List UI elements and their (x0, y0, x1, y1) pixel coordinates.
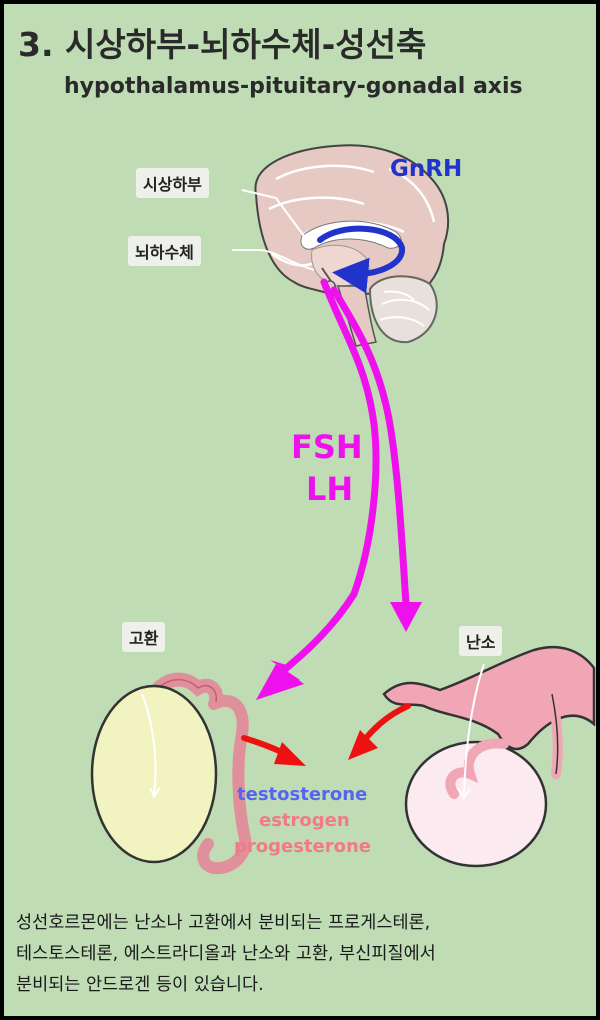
estrogen-label: estrogen (259, 810, 350, 831)
lh-label: LH (306, 470, 354, 508)
fsh-label: FSH (291, 428, 363, 466)
testis-label: 고환 (122, 622, 166, 652)
fsh-lh-arrows (256, 278, 422, 700)
hypothalamus-label: 시상하부 (136, 168, 209, 198)
testosterone-label: testosterone (237, 784, 368, 805)
ovary-illustration (382, 645, 596, 868)
description-line: 성선호르몬에는 난소나 고환에서 분비되는 프로게스테론, (16, 913, 431, 933)
testis-illustration (90, 672, 252, 875)
gnrh-arrow (317, 225, 405, 294)
gnrh-label: GnRH (390, 156, 463, 182)
red-arrows (241, 703, 411, 766)
description-line: 테스토스테론, 에스트라디올과 난소와 고환, 부신피질에서 (16, 944, 436, 964)
progesterone-label: progesterone (234, 836, 372, 857)
description-line: 분비되는 안드로겐 등이 있습니다. (16, 975, 264, 995)
ovary-label: 난소 (459, 626, 503, 656)
pituitary-label: 뇌하수체 (128, 236, 201, 266)
description-text: 성선호르몬에는 난소나 고환에서 분비되는 프로게스테론, 테스토스테론, 에스… (16, 908, 594, 1001)
page-subtitle: hypothalamus-pituitary-gonadal axis (64, 74, 523, 99)
page-title: 3. 시상하부-뇌하수체-성선축 (18, 25, 427, 64)
illustration (90, 144, 596, 875)
